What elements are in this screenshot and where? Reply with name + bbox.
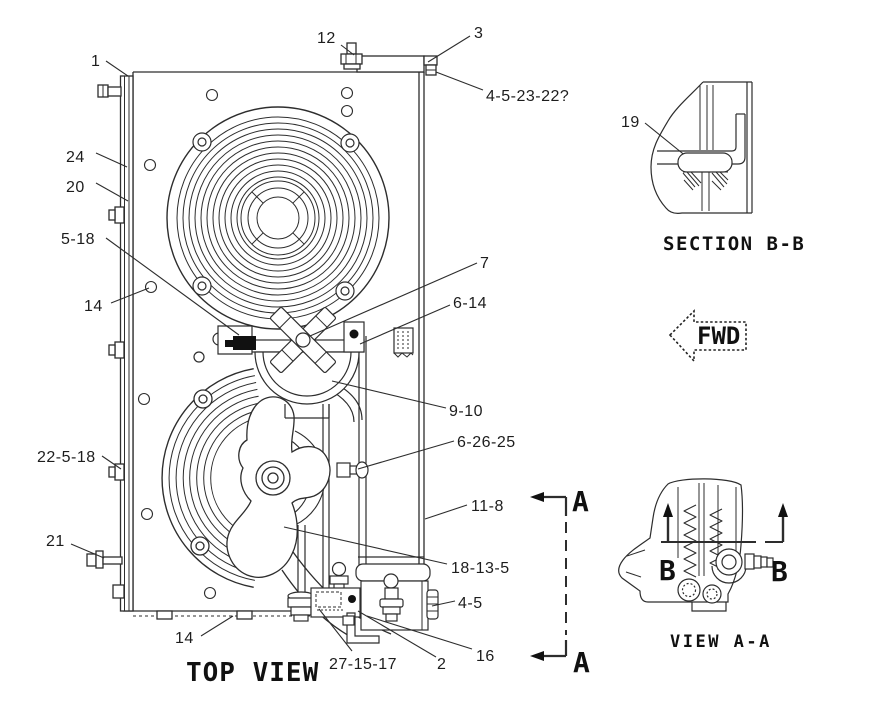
section-bb-caption: SECTION B-B: [663, 233, 805, 255]
part-label-4-5-23-22: 4-5-23-22?: [486, 88, 569, 105]
section-marker-b-right: B: [771, 555, 788, 588]
part-label-12: 12: [317, 30, 336, 47]
part-label-14: 14: [84, 298, 103, 315]
upper-fan-guard: [166, 106, 390, 330]
part-label-21: 21: [46, 533, 65, 550]
view-aa-caption: VIEW A-A: [670, 632, 772, 652]
fwd-arrow: FWD: [668, 309, 747, 364]
panel-holes: [137, 86, 354, 600]
section-bb-detail: [650, 81, 753, 214]
part-label-18-13-5: 18-13-5: [451, 560, 510, 577]
fan-guard-bolts: [192, 132, 360, 301]
fwd-arrow-label: FWD: [697, 322, 740, 350]
section-marker-a-top: A: [572, 485, 589, 518]
part-label-2: 2: [437, 656, 446, 673]
part-label-9-10: 9-10: [449, 403, 483, 420]
part-label-5-18: 5-18: [61, 231, 95, 248]
part-label-20: 20: [66, 179, 85, 196]
part-label-6-26-25: 6-26-25: [457, 434, 516, 451]
top-bracket: [340, 42, 438, 76]
part-label-7: 7: [480, 255, 489, 272]
view-aa-detail: [618, 478, 788, 612]
side-bolt: [108, 206, 125, 599]
section-marker-a-bottom: A: [573, 646, 590, 679]
part-label-3: 3: [474, 25, 483, 42]
leader-lines: [70, 35, 688, 658]
part-label-22-5-18: 22-5-18: [37, 449, 96, 466]
part-label-1: 1: [91, 53, 100, 70]
section-hatching: [682, 171, 729, 191]
part-label-6-14: 6-14: [453, 295, 487, 312]
top-view-caption: TOP VIEW: [186, 658, 319, 688]
part-label-4-5: 4-5: [458, 595, 483, 612]
section-a-cut-line: [530, 492, 568, 661]
part-label-19: 19: [621, 114, 640, 131]
bottom-valve-assembly: [287, 525, 439, 644]
drain-fitting: [86, 550, 123, 569]
section-marker-b-left: B: [659, 554, 676, 587]
clamp-bolt: [336, 461, 369, 479]
part-label-27-15-17: 27-15-17: [329, 656, 397, 673]
part-label-14b: 14: [175, 630, 194, 647]
part-labels: 1 12 3 4-5-23-22? 24 20 5-18 14 7 6-14 9…: [37, 25, 640, 673]
main-assembly-outline: [86, 42, 438, 620]
part-label-24: 24: [66, 149, 85, 166]
part-label-16: 16: [476, 648, 495, 665]
part-label-11-8: 11-8: [471, 498, 504, 515]
hatched-tab: [393, 327, 414, 358]
fan-drive-mechanism: [193, 306, 414, 479]
